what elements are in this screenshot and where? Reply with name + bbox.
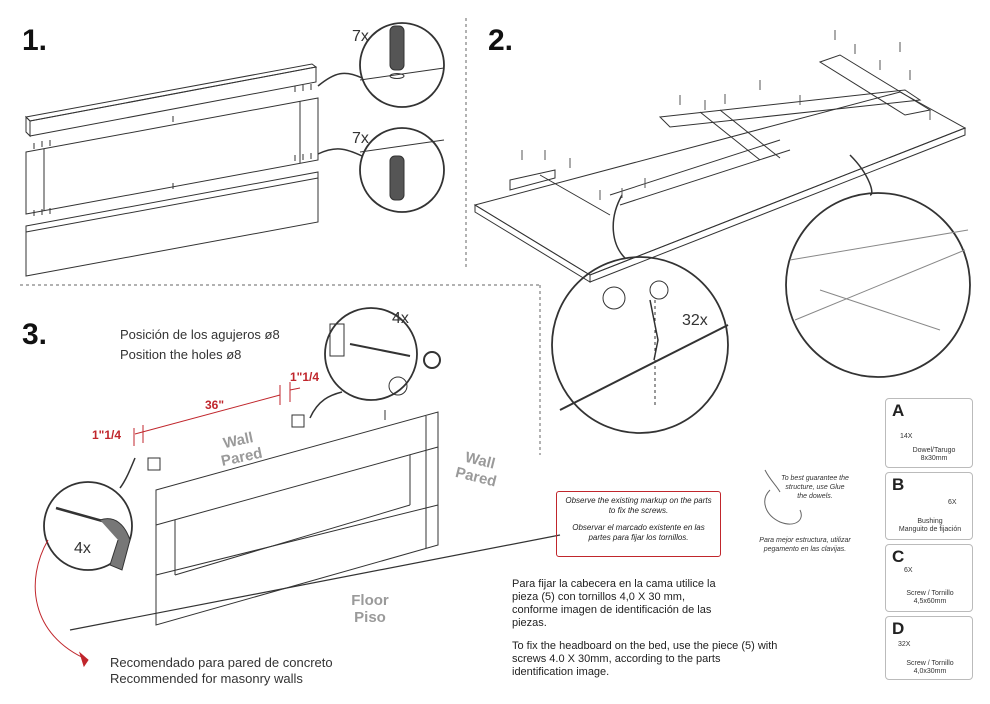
- holes-position-en: Position the holes ø8: [120, 347, 242, 362]
- part-c-card: C 6X Screw / Tornillo 4,5x60mm: [885, 544, 973, 612]
- part-b-qty: 6X: [948, 499, 957, 506]
- step3-headboard: [34, 307, 561, 668]
- part-a-label: Dowel/Tarugo 8x30mm: [912, 447, 956, 462]
- step-2-number: 2.: [488, 24, 514, 57]
- step3-callout-qty-right: 4x: [392, 310, 409, 327]
- dimension-middle: 36": [205, 398, 225, 412]
- part-a-letter: A: [892, 401, 905, 420]
- step1-callout-qty-top: 7x: [352, 28, 369, 45]
- instructions-es: Para fijar la cabecera en la cama utilic…: [512, 578, 716, 629]
- step3-callout-qty-left: 4x: [74, 540, 91, 557]
- recommendation-es: Recomendado para pared de concreto: [110, 655, 333, 670]
- part-d-letter: D: [892, 619, 905, 638]
- step-1-number: 1.: [22, 24, 48, 57]
- holes-position-es: Posición de los agujeros ø8: [120, 327, 280, 342]
- part-b-card: B 6X Bushing Manguito de fijación: [885, 472, 973, 540]
- glue-hint-es: Para mejor estructura, utilizar pegament…: [759, 537, 851, 553]
- part-d-label: Screw / Tornillo 4,0x30mm: [906, 660, 954, 675]
- dimension-right: 1"1/4: [290, 370, 320, 384]
- step2-callout-qty: 32x: [682, 312, 708, 329]
- step-3-number: 3.: [22, 318, 48, 351]
- part-d-card: D 32X Screw / Tornillo 4,0x30mm: [885, 616, 973, 680]
- floor-label: Floor Piso: [351, 592, 389, 626]
- part-b-letter: B: [892, 475, 905, 494]
- part-c-label: Screw / Tornillo 4,5x60mm: [906, 590, 954, 605]
- glue-hint-en: To best guarantee the structure, use Glu…: [781, 475, 849, 500]
- markup-note-es: Observar el marcado existente en las par…: [572, 523, 705, 542]
- part-a-card: A 14X Dowel/Tarugo 8x30mm: [885, 398, 973, 468]
- instructions-en: To fix the headboard on the bed, use the…: [512, 640, 778, 678]
- part-b-label: Bushing Manguito de fijación: [898, 518, 962, 533]
- step2-frame: [473, 54, 971, 434]
- step1-panels: [24, 22, 445, 277]
- step1-callout-qty-bottom: 7x: [352, 130, 369, 147]
- part-d-qty: 32X: [898, 641, 911, 648]
- recommendation-en: Recommended for masonry walls: [110, 671, 303, 686]
- markup-note-box: Observe the existing markup on the parts…: [556, 491, 721, 557]
- part-c-letter: C: [892, 547, 905, 566]
- markup-note-en: Observe the existing markup on the parts…: [565, 496, 712, 515]
- part-a-qty: 14X: [900, 433, 913, 440]
- part-c-qty: 6X: [904, 567, 913, 574]
- dimension-left: 1"1/4: [92, 428, 122, 442]
